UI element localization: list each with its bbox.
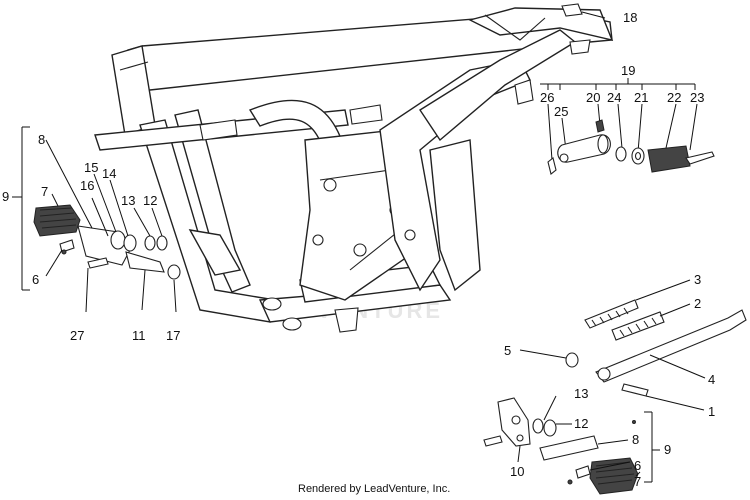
callout-23: 23: [690, 90, 704, 105]
callout-25: 25: [554, 104, 568, 119]
callout-24: 24: [607, 90, 621, 105]
callout-13-left: 13: [121, 193, 135, 208]
left-footpeg-assembly: [12, 126, 181, 313]
side-stand-assembly: [519, 279, 747, 411]
callout-22: 22: [667, 90, 681, 105]
callout-16: 16: [80, 178, 94, 193]
callout-6-right: 6: [634, 458, 641, 473]
callout-14: 14: [102, 166, 116, 181]
callout-13-right: 13: [574, 386, 588, 401]
callout-10: 10: [510, 464, 524, 479]
callout-9-right: 9: [664, 442, 671, 457]
part-rubber-block: [561, 3, 606, 19]
callout-17: 17: [166, 328, 180, 343]
callout-8-right: 8: [632, 432, 639, 447]
callout-2: 2: [694, 296, 701, 311]
callout-12-left: 12: [143, 193, 157, 208]
part-group-19: [540, 78, 715, 175]
callout-6-left: 6: [32, 272, 39, 287]
callout-7-left: 7: [41, 184, 48, 199]
callout-5: 5: [504, 343, 511, 358]
callout-26: 26: [540, 90, 554, 105]
callout-labels: 18 19 26 25 20 24 21 22 23 9 8 7 6 15 14…: [2, 10, 715, 489]
right-footpeg-assembly: [483, 395, 660, 495]
callout-27: 27: [70, 328, 84, 343]
callout-1: 1: [708, 404, 715, 419]
callout-9-left: 9: [2, 189, 9, 204]
callout-4: 4: [708, 372, 715, 387]
callout-8-left: 8: [38, 132, 45, 147]
callout-19: 19: [621, 63, 635, 78]
motorcycle-frame: [94, 7, 614, 333]
callout-15: 15: [84, 160, 98, 175]
callout-18: 18: [623, 10, 637, 25]
callout-20: 20: [586, 90, 600, 105]
callout-21: 21: [634, 90, 648, 105]
callout-12-right: 12: [574, 416, 588, 431]
callout-11: 11: [132, 328, 146, 343]
callout-3: 3: [694, 272, 701, 287]
footer-credit: Rendered by LeadVenture, Inc.: [298, 483, 450, 495]
callout-7-right: 7: [634, 474, 641, 489]
